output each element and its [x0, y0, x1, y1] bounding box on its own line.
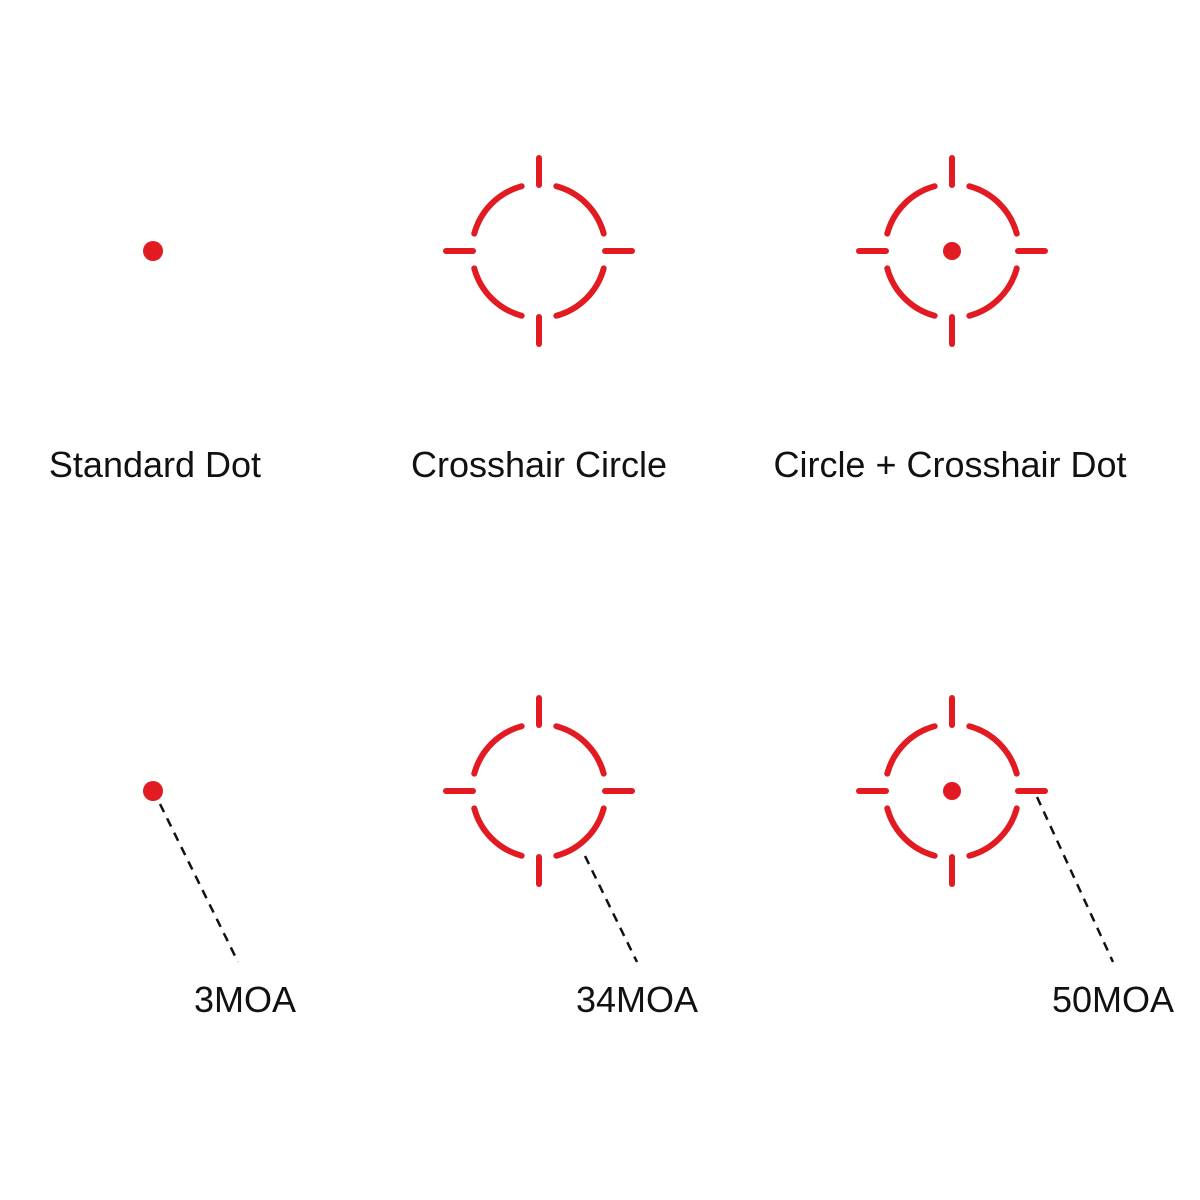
moa-label-circle-crosshair-dot: 50MOA: [1052, 979, 1174, 1020]
center-dot: [943, 242, 961, 260]
leader-line: [1035, 796, 1115, 963]
center-dot: [943, 782, 961, 800]
leader-line: [158, 803, 240, 963]
reticle-name-circle-crosshair-dot: Circle + Crosshair Dot: [773, 444, 1126, 485]
moa-label-standard-dot: 3MOA: [194, 979, 296, 1020]
ring-arc-bottom-left: [471, 805, 525, 859]
ring-arc-bottom-right: [553, 265, 607, 319]
leader-line: [583, 855, 639, 963]
moa-label-crosshair-circle: 34MOA: [576, 979, 698, 1020]
ring-arc-top-right: [966, 723, 1020, 777]
ring-arc-bottom-left: [471, 265, 525, 319]
reticle-size-standard-dot: [143, 781, 240, 963]
ring-arc-top-right: [553, 723, 607, 777]
crosshair-circle-icon: [856, 155, 1048, 347]
ring-arc-bottom-left: [884, 805, 938, 859]
reticle-name-crosshair-circle: Crosshair Circle: [411, 444, 667, 485]
crosshair-circle-icon: [856, 695, 1048, 887]
ring-arc-top-left: [471, 723, 525, 777]
center-dot: [143, 241, 163, 261]
reticle-size-circle-crosshair-dot: [856, 695, 1115, 963]
reticle-size-crosshair-circle: [443, 695, 639, 963]
center-dot: [143, 781, 163, 801]
reticle-preview-circle-crosshair-dot: [856, 155, 1048, 347]
reticle-name-standard-dot: Standard Dot: [49, 444, 261, 485]
ring-arc-bottom-left: [884, 265, 938, 319]
reticle-preview-standard-dot: [143, 241, 163, 261]
crosshair-circle-icon: [443, 155, 635, 347]
ring-arc-bottom-right: [966, 805, 1020, 859]
ring-arc-top-left: [884, 723, 938, 777]
ring-arc-top-right: [553, 183, 607, 237]
crosshair-circle-icon: [443, 695, 635, 887]
ring-arc-top-left: [471, 183, 525, 237]
reticle-preview-crosshair-circle: [443, 155, 635, 347]
ring-arc-bottom-right: [966, 265, 1020, 319]
ring-arc-bottom-right: [553, 805, 607, 859]
ring-arc-top-left: [884, 183, 938, 237]
ring-arc-top-right: [966, 183, 1020, 237]
